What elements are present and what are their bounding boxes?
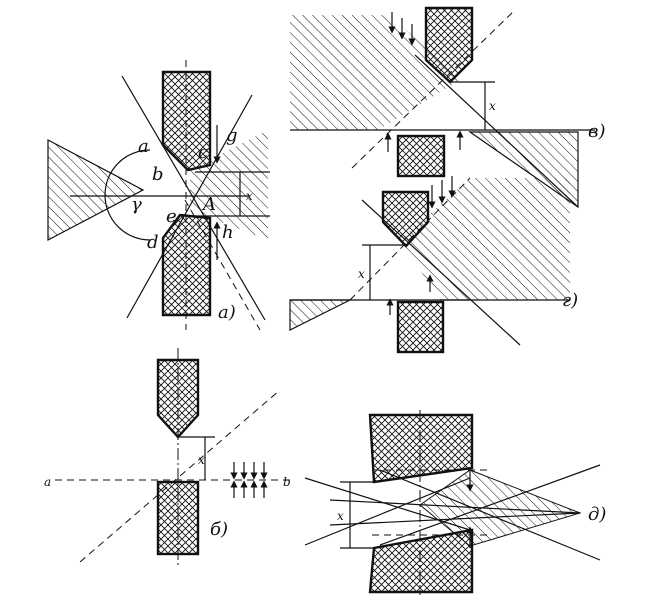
material-wedge-left [47,139,145,241]
label-point-c: c [198,142,208,163]
caption-b: б) [210,519,228,540]
material-lower-g [289,299,351,331]
panel-b: a b x б) [44,348,291,565]
lower-blade-v [396,134,446,178]
label-point-A: A [201,194,216,215]
label-point-e: e [166,206,177,227]
panel-a: a b c d e g A h γ x а) [47,60,270,331]
caption-v: в) [588,121,606,142]
label-point-h: h [222,222,234,243]
caption-a: а) [218,302,236,323]
label-point-d: d [147,232,159,253]
material-upper-g [400,178,570,300]
label-dim-x-b: x [198,453,205,467]
pressure-arrows [230,462,268,498]
label-dim-x-a: x [246,189,253,203]
caption-d: д) [588,504,606,525]
label-point-a: a [138,136,149,157]
upper-blade-g [381,190,430,248]
lower-blade-g [396,300,445,354]
label-axis-b: b [283,475,291,489]
lower-blade-d [368,528,474,594]
label-axis-a: a [44,475,51,489]
panel-d: x д) [304,410,606,595]
material-upper-v [290,15,460,130]
panel-g: x г) [289,176,578,354]
label-dim-x-g: x [358,267,365,281]
label-point-g: g [226,125,238,146]
label-angle-gamma: γ [131,194,142,215]
panel-v: x в) [290,6,606,209]
label-dim-x-d: x [337,509,344,523]
upper-blade-d [368,413,474,484]
caption-g: г) [562,290,578,311]
material-wedge-right [190,130,268,240]
label-dim-x-v: x [489,99,496,113]
label-point-b: b [152,164,164,185]
